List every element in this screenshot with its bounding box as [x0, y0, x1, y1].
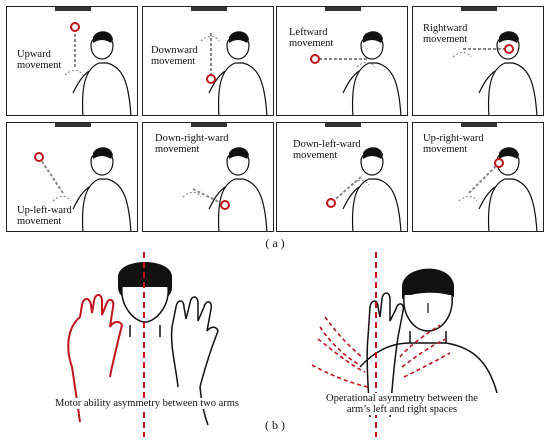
right-figure-caption: Operational asymmetry between the arm’s …: [302, 393, 502, 415]
target-circle-icon: [70, 22, 80, 32]
target-circle-icon: [504, 44, 514, 54]
left-figure-caption: Motor ability asymmetry between two arms: [42, 398, 252, 409]
left-black-hand-icon: [170, 296, 219, 388]
left-red-hand-icon: [67, 294, 124, 378]
target-circle-icon: [206, 74, 216, 84]
panel-down-left-ward: Down-left-ward movement: [276, 122, 408, 232]
panel-rightward: Rightward movement: [412, 6, 544, 116]
target-circle-icon: [310, 54, 320, 64]
right-torso-icon: [359, 342, 501, 408]
panel-label: Upward movement: [17, 49, 62, 71]
asymmetry-illustration: [67, 252, 501, 437]
target-circle-icon: [220, 200, 230, 210]
movement-arrow-illustration: [458, 123, 538, 231]
panel-label: Down-right-ward movement: [155, 133, 229, 155]
panel-label: Leftward movement: [289, 27, 334, 49]
movement-arrow-illustration: [191, 7, 268, 115]
movement-arrow-illustration: [182, 123, 268, 231]
left-dashed-hand-icon: [317, 316, 366, 373]
movement-arrow-illustration: [55, 7, 132, 115]
panel-label: Up-right-ward movement: [423, 133, 484, 155]
target-circle-icon: [494, 158, 504, 168]
movement-arrow-illustration: [452, 7, 538, 115]
panel-label: Up-left-ward movement: [17, 205, 72, 227]
panel-label: Rightward movement: [423, 23, 468, 45]
right-black-hand-icon: [366, 292, 405, 418]
panel-up-left-ward: Up-left-ward movement: [6, 122, 138, 232]
panel-up-right-ward: Up-right-ward movement: [412, 122, 544, 232]
movement-arrow-illustration: [325, 123, 402, 231]
target-circle-icon: [34, 152, 44, 162]
right-dashed-hand-icon: [399, 324, 451, 378]
panel-upward: Upward movement: [6, 6, 138, 116]
panel-down-right-ward: Down-right-ward movement: [142, 122, 274, 232]
panel-label: Down-left-ward movement: [293, 139, 361, 161]
movement-arrow-illustration: [310, 7, 402, 115]
target-circle-icon: [326, 198, 336, 208]
panel-leftward: Leftward movement: [276, 6, 408, 116]
movement-arrow-illustration: [34, 123, 132, 231]
caption-b: ( b ): [265, 418, 285, 432]
panel-downward: Downward movement: [142, 6, 274, 116]
panel-label: Downward movement: [151, 45, 198, 67]
caption-a: ( a ): [265, 236, 285, 250]
right-head-hair-icon: [402, 268, 454, 299]
